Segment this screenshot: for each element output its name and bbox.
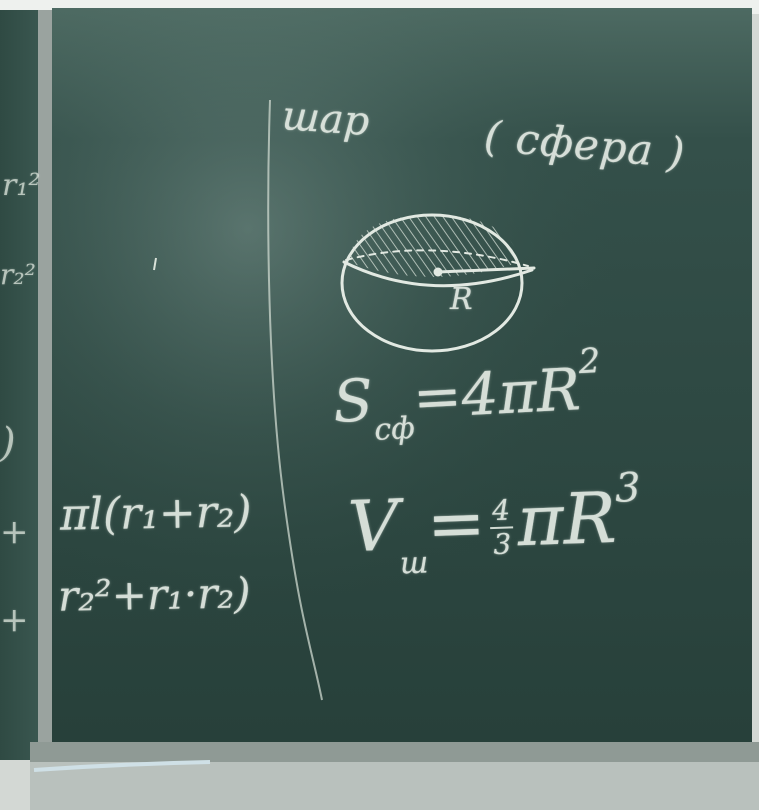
chalk-tray xyxy=(30,742,759,764)
equator-back xyxy=(345,249,529,267)
edge-mark: r₂² xyxy=(0,258,36,291)
title-word: шар xyxy=(280,93,371,145)
chalk-tray-shadow xyxy=(30,762,759,810)
surface-symbol: S xyxy=(331,366,375,436)
volume-subscript: ш xyxy=(399,545,429,582)
radius-label: R xyxy=(450,282,473,317)
chalk-tick xyxy=(153,257,157,271)
volume-equals: = xyxy=(425,481,488,566)
equator-front xyxy=(342,260,534,288)
volume-symbol: V xyxy=(346,484,400,569)
edge-mark: + xyxy=(0,600,29,640)
sphere-drawing xyxy=(340,213,536,353)
frustum-formula-line-1: πl(r₁+r₂) xyxy=(59,486,252,541)
edge-mark: r₁² xyxy=(2,168,41,203)
edge-mark: + xyxy=(0,512,29,552)
surface-subscript: сф xyxy=(373,410,416,448)
volume-exponent: 3 xyxy=(614,464,642,512)
fraction-numerator: 4 xyxy=(488,493,514,530)
left-board xyxy=(0,10,40,760)
tray-edge-highlight xyxy=(33,760,211,772)
center-point xyxy=(433,267,443,277)
fraction-denominator: 3 xyxy=(492,527,512,562)
divider-line xyxy=(267,99,323,701)
left-board-frame xyxy=(38,10,52,770)
radius-line xyxy=(436,266,536,274)
surface-rhs: =4πR xyxy=(411,355,582,432)
volume-rhs: πR xyxy=(515,476,618,563)
board-glare xyxy=(52,8,752,744)
surface-exponent: 2 xyxy=(577,341,602,383)
surface-area-formula: Sсф=4πR2 xyxy=(331,341,605,450)
sphere-hatched-cap xyxy=(348,215,520,277)
edge-mark: ) xyxy=(0,420,16,466)
frustum-formula-line-2: r₂²+r₁·r₂) xyxy=(57,568,251,621)
